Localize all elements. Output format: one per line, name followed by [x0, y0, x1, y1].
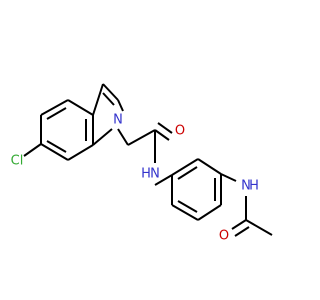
bond — [117, 99, 124, 112]
bond-inner — [177, 166, 198, 180]
bond — [197, 158, 222, 175]
bonds — [23, 83, 273, 237]
bond — [154, 129, 170, 141]
atom-h-acetyl: H — [249, 179, 259, 194]
bond — [245, 219, 273, 236]
bond-inner — [177, 200, 198, 213]
bond — [171, 158, 199, 176]
bond — [154, 174, 173, 186]
bond — [102, 83, 119, 101]
atom-n-indole: N — [113, 113, 123, 128]
bond — [127, 129, 156, 146]
bond — [92, 83, 104, 116]
bond — [197, 204, 222, 221]
bond — [92, 128, 113, 146]
bond — [67, 99, 94, 116]
bond-inner — [46, 107, 67, 120]
bond — [157, 122, 173, 134]
bond — [234, 226, 250, 237]
bond — [23, 143, 42, 157]
bond — [171, 204, 199, 221]
bond — [67, 144, 94, 161]
bond — [117, 128, 129, 146]
bond — [40, 99, 69, 116]
atom-o-acetyl: O — [219, 229, 229, 244]
atom-n-acetyl: N — [241, 179, 251, 194]
bond-inner — [46, 140, 67, 153]
atom-labels: Cl N O N H N H O — [11, 113, 259, 244]
atom-h-amide: H — [141, 167, 151, 182]
bond — [220, 173, 237, 182]
atom-cl: Cl — [11, 154, 24, 169]
bond — [40, 143, 69, 161]
molecule-structure-canvas: Cl N O N H N H O — [10, 83, 273, 244]
atom-o-amide: O — [175, 124, 185, 139]
bond — [231, 219, 247, 230]
bond-inner — [102, 92, 115, 106]
molecule-structure-diagram: Cl N O N H N H O — [11, 83, 273, 244]
atom-n-amide: N — [150, 167, 160, 182]
